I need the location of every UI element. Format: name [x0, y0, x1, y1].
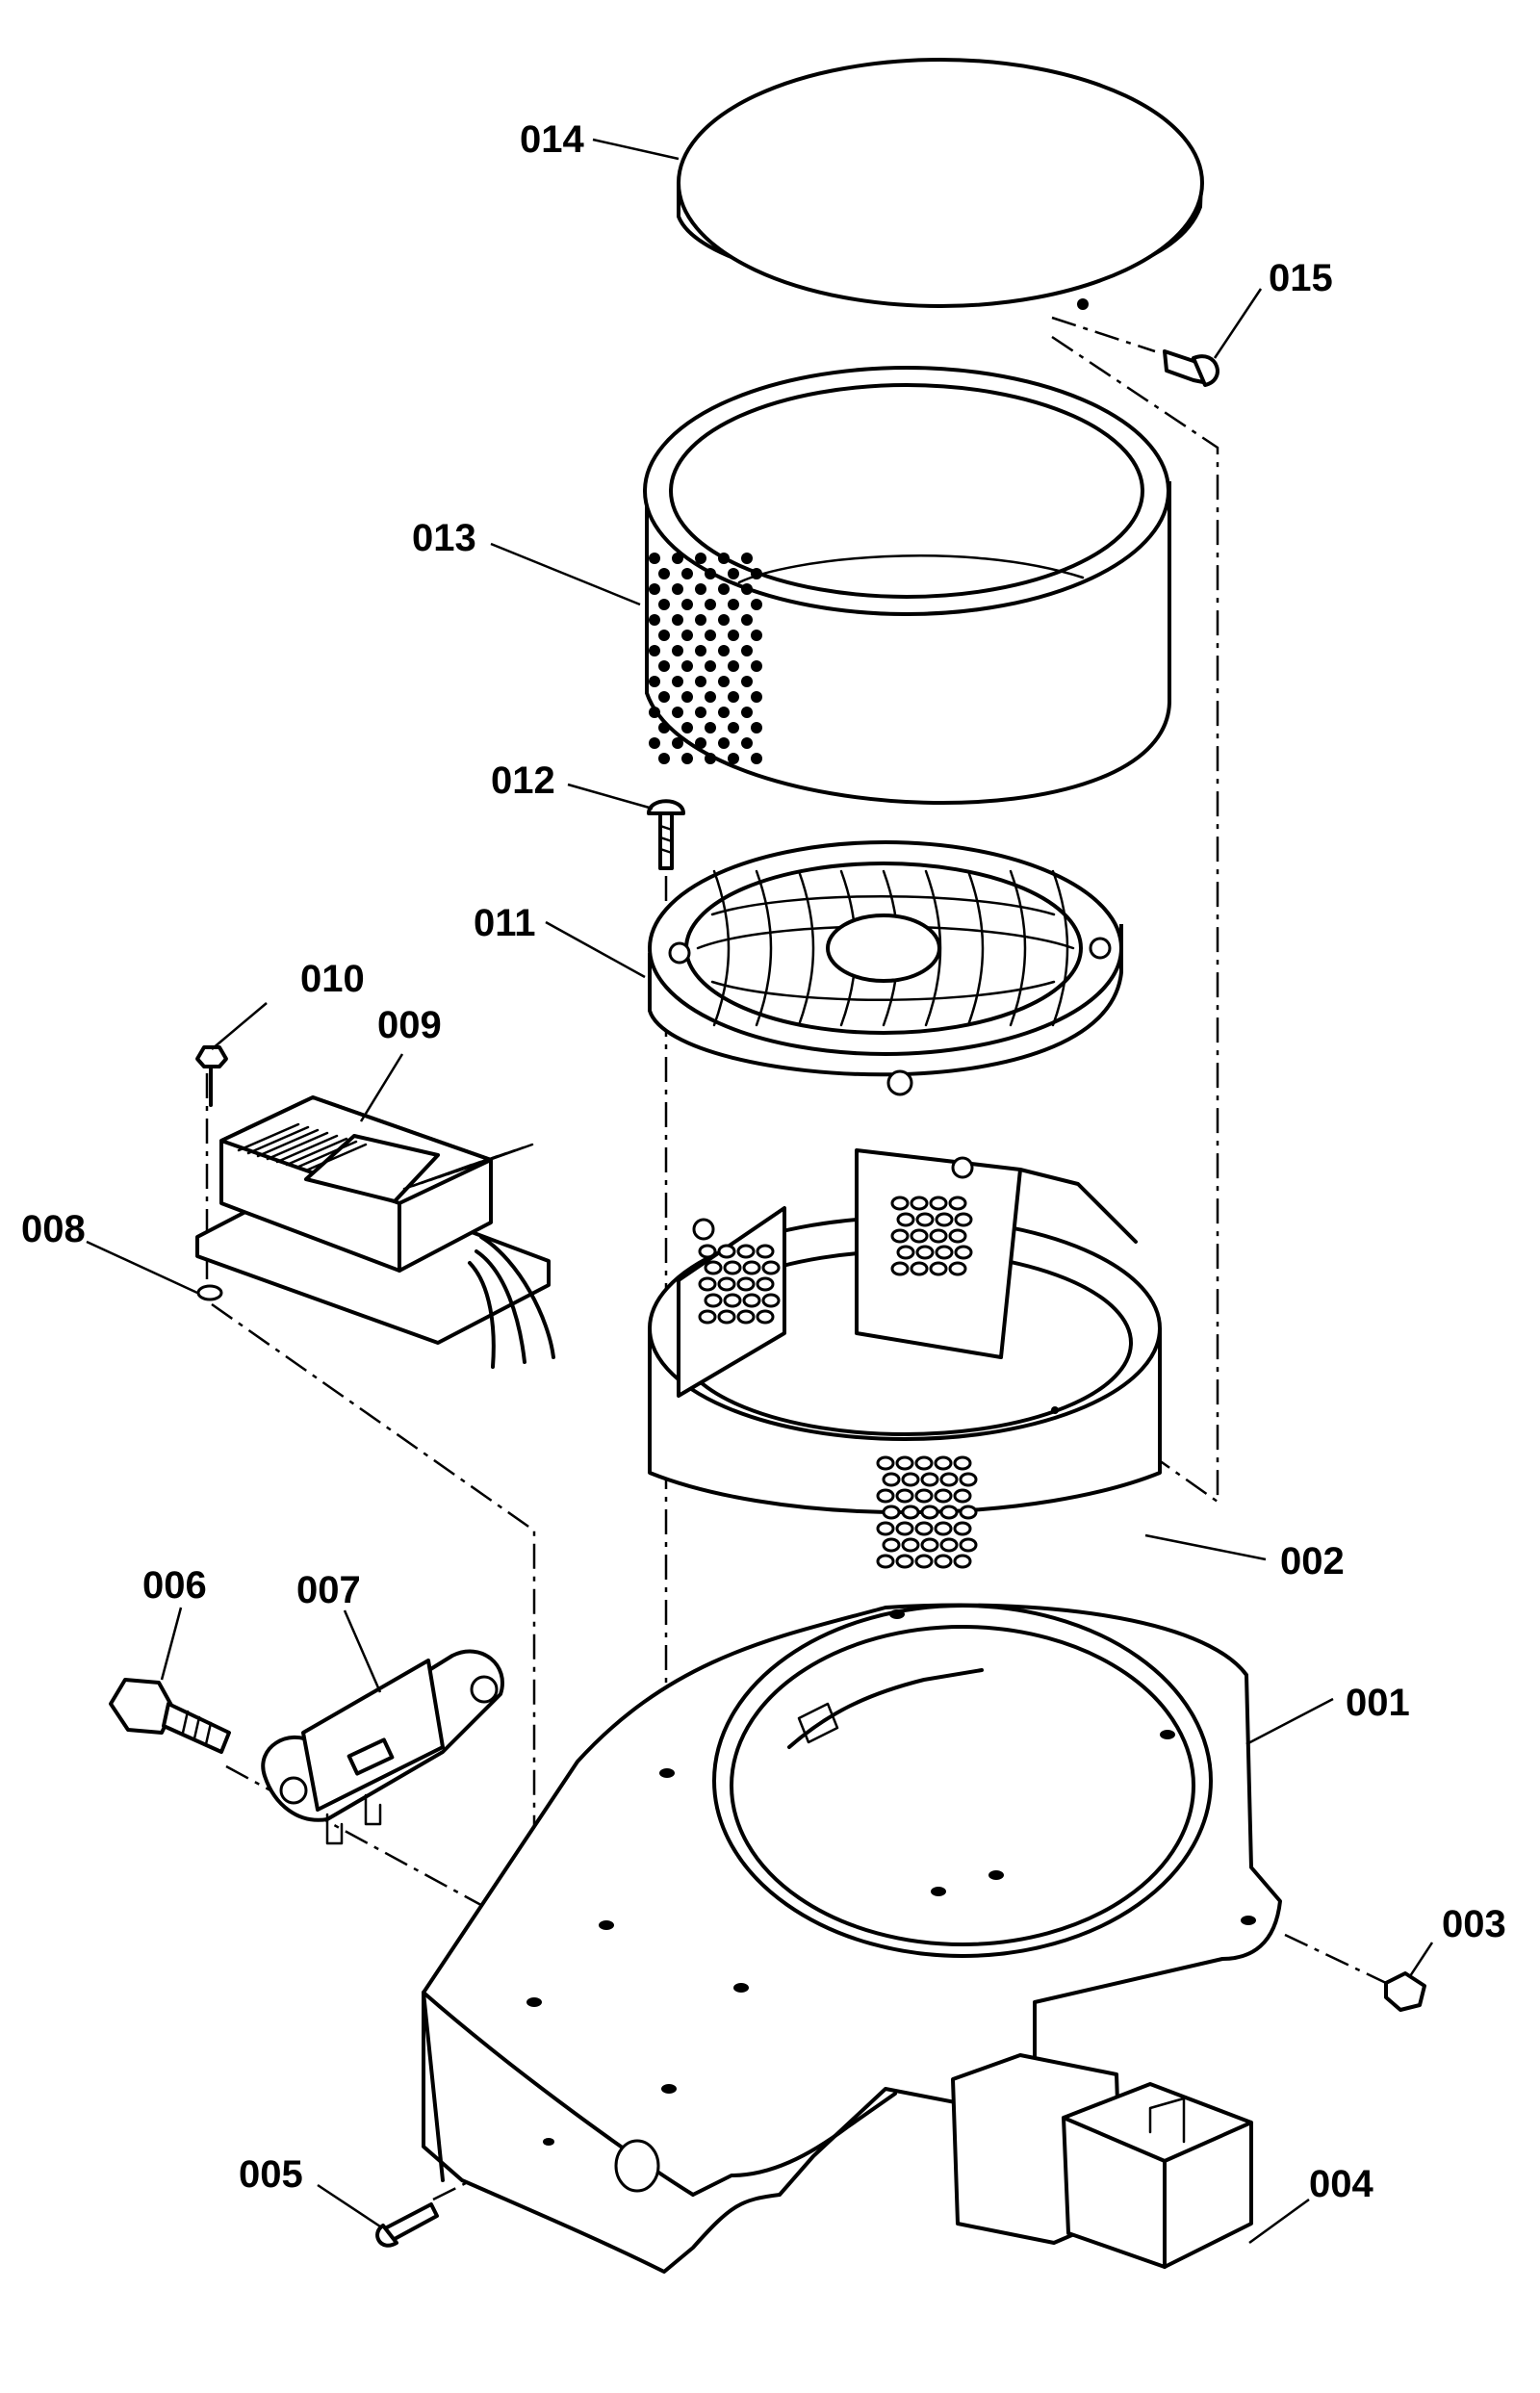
- cover-cap: [677, 58, 1204, 310]
- module-screw: [195, 1045, 228, 1107]
- label-014: 014: [520, 118, 584, 161]
- label-007: 007: [296, 1569, 361, 1611]
- screen-ring: [643, 366, 1171, 806]
- housing-screw-front: [375, 2202, 439, 2248]
- control-module: [195, 1095, 555, 1369]
- regulator: [261, 1649, 504, 1845]
- label-006: 006: [142, 1564, 207, 1607]
- label-013: 013: [412, 517, 476, 559]
- label-001: 001: [1346, 1682, 1410, 1724]
- housing-screw-right: [1384, 1971, 1426, 2012]
- cap-screw: [1163, 349, 1219, 387]
- grille-screw: [647, 799, 685, 870]
- label-002: 002: [1280, 1540, 1345, 1582]
- blower-housing: [422, 1603, 1282, 2274]
- label-009: 009: [377, 1004, 442, 1046]
- label-004: 004: [1309, 2163, 1373, 2205]
- label-015: 015: [1269, 257, 1333, 299]
- fan-grille: [648, 840, 1123, 1096]
- label-003: 003: [1442, 1903, 1506, 1945]
- leader-lines: [86, 138, 1434, 2245]
- label-012: 012: [491, 759, 555, 802]
- vent-holes: [698, 1196, 978, 1569]
- label-005: 005: [239, 2153, 303, 2196]
- label-008: 008: [21, 1208, 86, 1250]
- part-labels: 014 015 013 012 011 010 009 008 002 006 …: [21, 118, 1506, 2205]
- label-010: 010: [300, 958, 365, 1000]
- regulator-bolt: [109, 1678, 231, 1754]
- fan-guard-ring: [648, 1148, 1162, 1569]
- label-011: 011: [474, 902, 536, 944]
- air-deflector: [951, 2053, 1253, 2269]
